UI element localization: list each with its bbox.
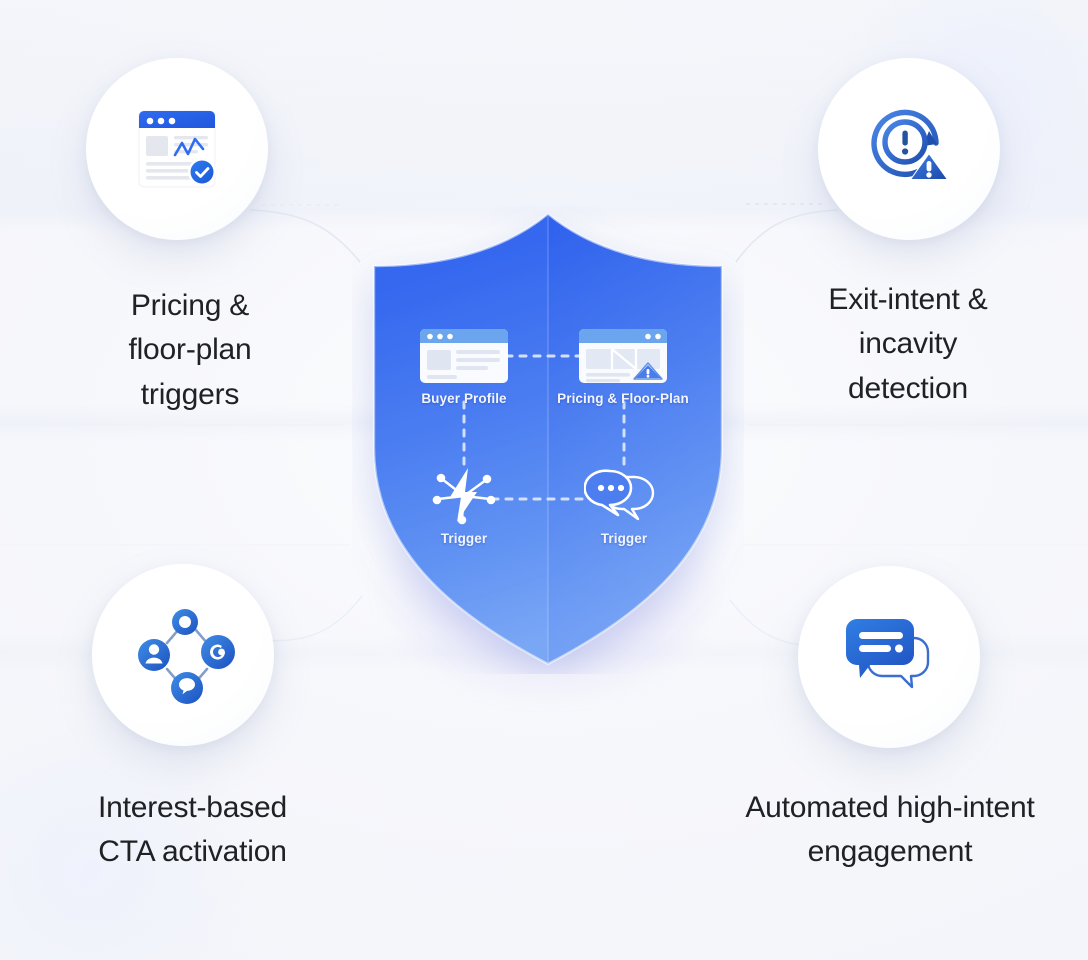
shield-node-label: Trigger	[440, 531, 488, 546]
shield-node-trigger-lightning: Trigger	[404, 468, 524, 546]
feature-icon-circle-pricing-floor-plan-triggers[interactable]	[86, 58, 268, 240]
shield-node-label: Buyer Profile	[421, 391, 507, 406]
feature-label-pricing-floor-plan-triggers: Pricing & floor-plan triggers	[128, 289, 252, 411]
browser-chart-verified-icon	[138, 110, 216, 188]
shield-node-label: Trigger	[600, 531, 648, 546]
chat-bubbles-icon	[564, 468, 684, 524]
feature-icon-circle-interest-based-cta-activation[interactable]	[92, 564, 274, 746]
browser-window-warning-icon	[548, 328, 698, 384]
shield-node-pricing-floor-plan: Pricing & Floor-Plan	[548, 328, 698, 406]
browser-window-icon	[404, 328, 524, 384]
feature-label-automated-high-intent-engagement: Automated high-intent engagement	[745, 791, 1035, 869]
feature-label-exit-intent-incavity-detection: Exit-intent & incavity detection	[828, 283, 988, 405]
feature-icon-circle-exit-intent-incavity-detection[interactable]	[818, 58, 1000, 240]
feature-icon-circle-automated-high-intent-engagement[interactable]	[798, 566, 980, 748]
shield-node-buyer-profile: Buyer Profile	[404, 328, 524, 406]
shield-node-trigger-chat: Trigger	[564, 468, 684, 546]
feature-label-interest-based-cta-activation: Interest-based CTA activation	[98, 791, 287, 869]
exit-intent-alert-icon	[871, 109, 949, 181]
shield-shape	[372, 212, 724, 666]
shield-node-label: Pricing & Floor-Plan	[557, 391, 689, 406]
central-shield: Buyer Profile	[352, 206, 744, 706]
chat-bubbles-filled-icon	[846, 619, 930, 689]
lightning-network-icon	[404, 468, 524, 525]
network-nodes-icon	[138, 609, 235, 704]
